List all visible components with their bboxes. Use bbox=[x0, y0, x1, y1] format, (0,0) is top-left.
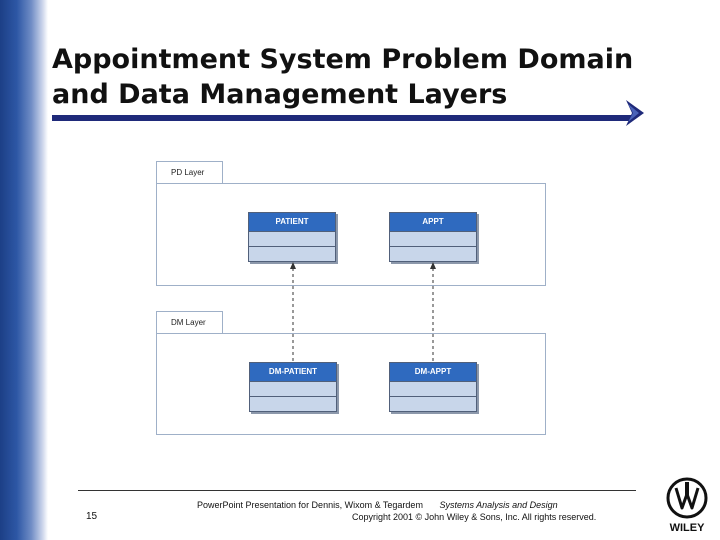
title-underline bbox=[52, 115, 632, 121]
class-dm-appt-attributes bbox=[390, 382, 476, 397]
svg-text:WILEY: WILEY bbox=[670, 522, 705, 534]
pd-layer-tab: PD Layer bbox=[156, 161, 223, 183]
footer-presentation-line: PowerPoint Presentation for Dennis, Wixo… bbox=[197, 500, 558, 510]
title-line-1: Appointment System Problem Domain bbox=[52, 44, 634, 75]
class-patient-attributes bbox=[249, 232, 335, 247]
class-dm-appt-name: DM-APPT bbox=[390, 363, 476, 382]
page-number: 15 bbox=[86, 511, 98, 522]
dm-layer-box bbox=[156, 333, 546, 435]
class-appt-name: APPT bbox=[390, 213, 476, 232]
footer-book-title: Systems Analysis and Design bbox=[439, 500, 558, 510]
footer-copyright: Copyright 2001 © John Wiley & Sons, Inc.… bbox=[352, 512, 597, 522]
footer-divider bbox=[78, 490, 636, 491]
class-appt-attributes bbox=[390, 232, 476, 247]
dm-layer-tab: DM Layer bbox=[156, 311, 223, 333]
wiley-logo: WILEY bbox=[666, 477, 708, 534]
dependency-dm-appt-to-appt bbox=[430, 262, 436, 361]
dm-layer-label: DM Layer bbox=[171, 318, 206, 327]
class-dm-patient-name: DM-PATIENT bbox=[250, 363, 336, 382]
class-appt: APPT bbox=[389, 212, 477, 262]
class-dm-patient-attributes bbox=[250, 382, 336, 397]
left-gradient-band bbox=[0, 0, 48, 540]
class-patient: PATIENT bbox=[248, 212, 336, 262]
title-underline-arrow-icon bbox=[626, 100, 644, 126]
title-line-2: and Data Management Layers bbox=[52, 79, 508, 110]
class-dm-appt: DM-APPT bbox=[389, 362, 477, 412]
footer-presentation: PowerPoint Presentation for Dennis, Wixo… bbox=[197, 500, 423, 510]
class-patient-name: PATIENT bbox=[249, 213, 335, 232]
pd-layer-box bbox=[156, 183, 546, 286]
class-dm-patient: DM-PATIENT bbox=[249, 362, 337, 412]
dependency-dm-patient-to-patient bbox=[290, 262, 296, 361]
pd-layer-label: PD Layer bbox=[171, 168, 205, 177]
slide-title: Appointment System Problem Domain and Da… bbox=[52, 42, 672, 112]
